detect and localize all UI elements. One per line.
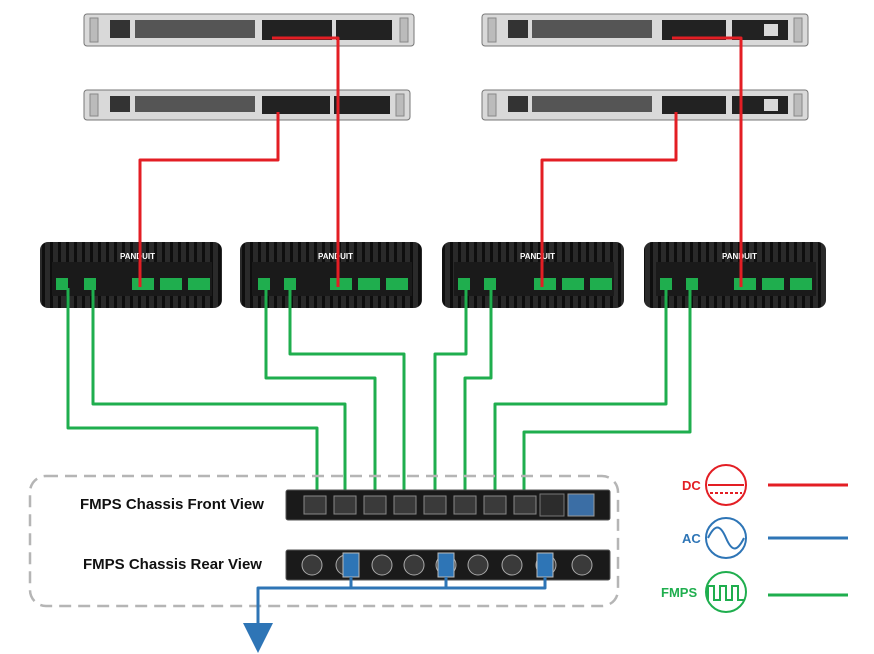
front-view-label: FMPS Chassis Front View xyxy=(80,496,264,513)
fmps-cables xyxy=(66,288,692,498)
fmps-chassis-rear xyxy=(285,549,611,581)
legend-label-dc: DC xyxy=(682,478,701,493)
fmps-chassis-front xyxy=(285,489,611,521)
chassis-group-outline xyxy=(28,474,620,608)
controller-brand: PANDUIT xyxy=(120,252,155,261)
fmps-controller-1: PANDUIT xyxy=(40,242,222,308)
rack-server-mid-right xyxy=(481,89,809,121)
controller-brand: PANDUIT xyxy=(318,252,353,261)
fmps-controller-3: PANDUIT xyxy=(442,242,624,308)
sine-wave-symbol xyxy=(705,517,747,559)
square-wave-symbol xyxy=(705,571,747,613)
rear-view-label: FMPS Chassis Rear View xyxy=(83,556,262,573)
rack-server-top-left xyxy=(83,13,415,47)
legend-label-fmps: FMPS xyxy=(661,585,698,600)
rack-server-top-right xyxy=(481,13,809,47)
dc-symbol xyxy=(705,464,747,506)
fmps-controller-4: PANDUIT xyxy=(644,242,826,308)
controller-brand: PANDUIT xyxy=(520,252,555,261)
legend-label-ac: AC xyxy=(682,531,701,546)
dc-cables xyxy=(138,36,743,287)
rack-server-mid-left xyxy=(83,89,411,121)
fmps-controller-2: PANDUIT xyxy=(240,242,422,308)
ac-cables xyxy=(243,577,547,653)
